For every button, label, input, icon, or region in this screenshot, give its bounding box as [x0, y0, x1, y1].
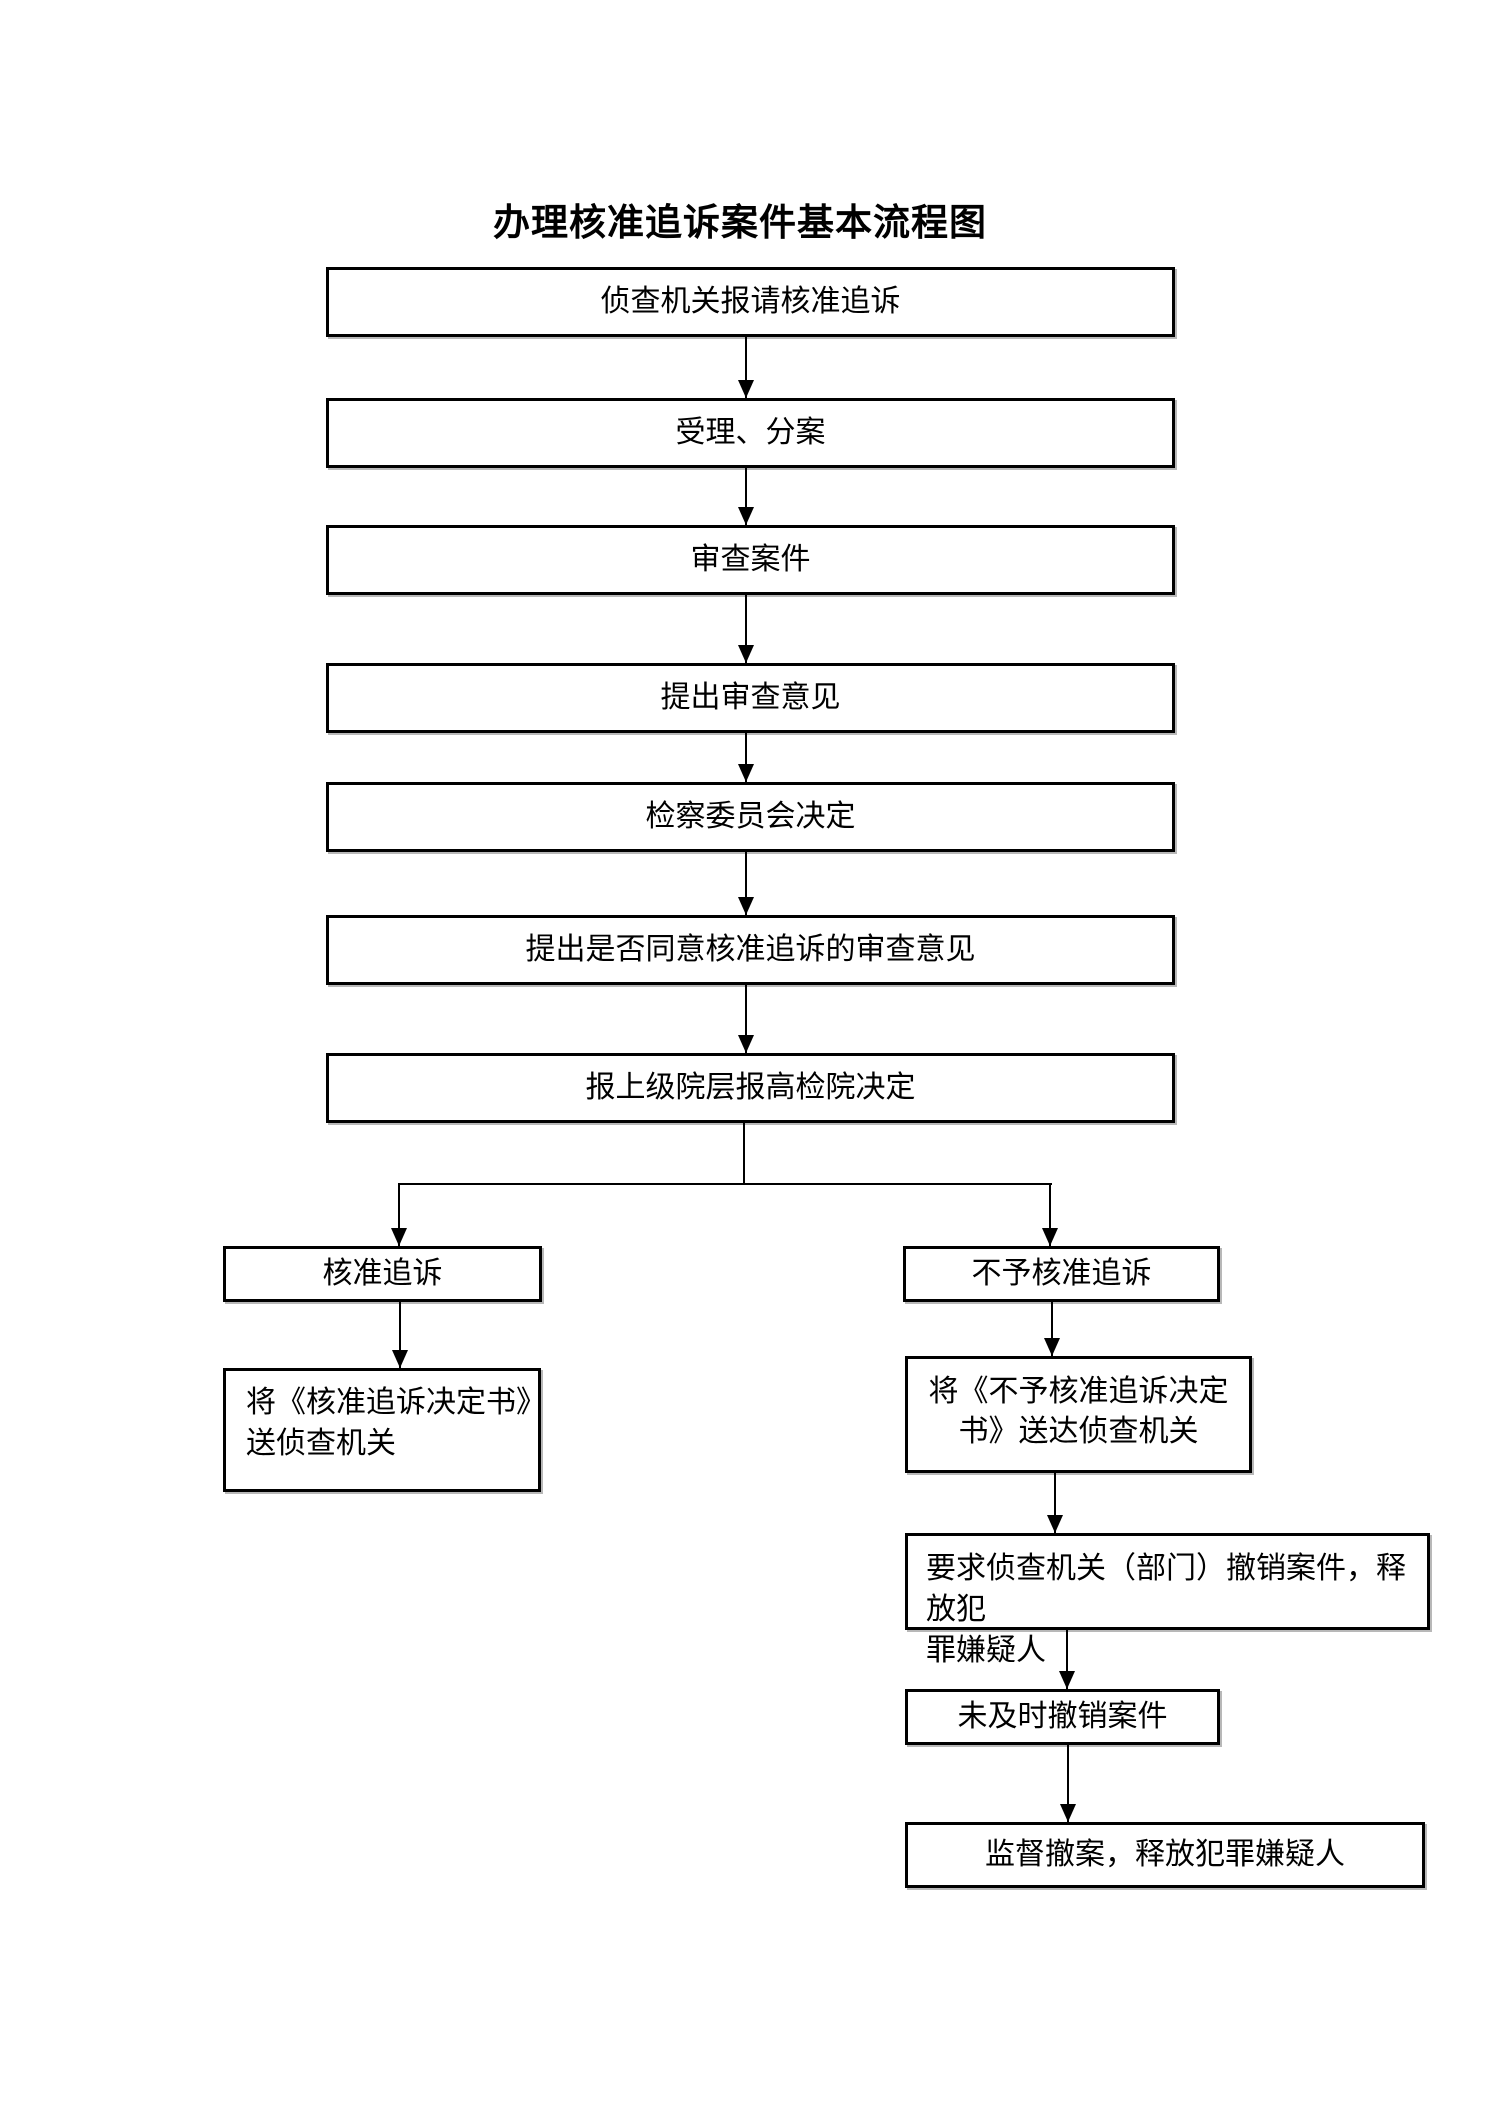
flow-box-label-line-2: 罪嫌疑人	[926, 1634, 1046, 1667]
flow-box-label-line-2: 书》送达侦查机关	[958, 1415, 1199, 1448]
flow-box-label-line-1: 将《核准追诉决定书》	[246, 1386, 546, 1419]
flow-box-label: 审查案件	[690, 543, 811, 576]
flow-box-approve-prosecution: 核准追诉	[223, 1246, 542, 1302]
flow-box-label: 监督撤案，释放犯罪嫌疑人	[985, 1838, 1345, 1871]
flow-box-review-opinion: 提出审查意见	[326, 663, 1175, 733]
flow-box-label: 受理、分案	[675, 416, 826, 449]
arrow-down-8	[1044, 1302, 1060, 1356]
branch-horizontal-line	[399, 1183, 1052, 1185]
flow-box-send-disapproval-decision: 将《不予核准追诉决定 书》送达侦查机关	[905, 1356, 1252, 1473]
flow-box-label: 核准追诉	[322, 1257, 443, 1290]
flow-box-label: 报上级院层报高检院决定	[585, 1071, 916, 1104]
flow-box-procuratorial-committee-decision: 检察委员会决定	[326, 782, 1175, 852]
flow-box-report-to-higher-procuratorate: 报上级院层报高检院决定	[326, 1053, 1175, 1123]
flow-box-label-line-2: 送侦查机关	[246, 1427, 396, 1460]
arrow-down-10	[1059, 1630, 1075, 1689]
arrow-branch-left	[391, 1183, 407, 1246]
arrow-down-7	[392, 1302, 408, 1368]
arrow-down-6	[738, 985, 754, 1053]
flow-box-label: 未及时撤销案件	[957, 1700, 1168, 1733]
flow-box-label: 提出审查意见	[660, 681, 841, 714]
arrow-down-1	[738, 337, 754, 398]
flow-box-label: 不予核准追诉	[971, 1257, 1152, 1290]
flow-box-opinion-on-approval: 提出是否同意核准追诉的审查意见	[326, 915, 1175, 985]
flow-box-label-line-1: 将《不予核准追诉决定	[928, 1375, 1229, 1408]
flow-box-disapprove-prosecution: 不予核准追诉	[903, 1246, 1220, 1302]
arrow-down-4	[738, 733, 754, 782]
arrow-down-9	[1047, 1473, 1063, 1533]
flow-box-label-line-1: 要求侦查机关（部门）撤销案件，释放犯	[926, 1552, 1406, 1626]
branch-stem-line	[743, 1123, 745, 1184]
arrow-down-3	[738, 595, 754, 663]
arrow-down-5	[738, 852, 754, 915]
flow-box-accept-assign-case: 受理、分案	[326, 398, 1175, 468]
flow-box-request-withdraw-case: 要求侦查机关（部门）撤销案件，释放犯 罪嫌疑人	[905, 1533, 1430, 1667]
arrow-branch-right	[1042, 1183, 1058, 1246]
flow-box-send-approval-decision: 将《核准追诉决定书》 送侦查机关	[223, 1368, 546, 1492]
flow-box-supervise-withdrawal: 监督撤案，释放犯罪嫌疑人	[905, 1822, 1425, 1888]
arrow-down-2	[738, 468, 754, 525]
flowchart-title: 办理核准追诉案件基本流程图	[493, 203, 987, 244]
flow-box-label: 检察委员会决定	[645, 800, 856, 833]
flow-box-report-for-approval: 侦查机关报请核准追诉	[326, 267, 1175, 337]
flow-box-label: 提出是否同意核准追诉的审查意见	[525, 933, 976, 966]
flow-box-label: 侦查机关报请核准追诉	[600, 285, 901, 318]
flow-box-not-withdrawn-in-time: 未及时撤销案件	[905, 1689, 1220, 1745]
flow-box-review-case: 审查案件	[326, 525, 1175, 595]
arrow-down-11	[1060, 1745, 1076, 1822]
